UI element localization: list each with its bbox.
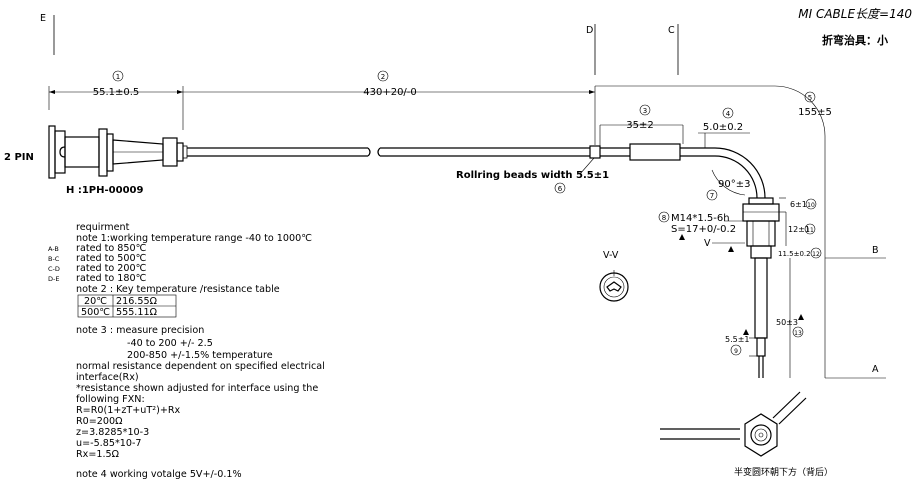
marker-c: C [668, 25, 675, 36]
dim-13-value: 50±3 [776, 318, 798, 327]
u-value: u=-5.85*10-7 [76, 438, 142, 449]
dim-circle-7 [706, 189, 718, 201]
dim-circle-13-num: 13 [794, 330, 802, 337]
marker-a: A [872, 364, 879, 375]
fitting [742, 197, 780, 378]
table-temp-1: 20℃ [84, 296, 107, 307]
dim-circle-13 [792, 326, 804, 338]
dim-circle-5 [804, 91, 816, 103]
dim-circle-7-num: 7 [710, 192, 714, 200]
z-value: z=3.8285*10-3 [76, 427, 149, 438]
dim-10-value: 6±1 [790, 200, 807, 209]
dim-circle-6-num: 6 [558, 185, 563, 193]
dim-circle-9-num: 9 [734, 348, 738, 355]
note-3: note 3 : measure precision [76, 325, 204, 336]
dim-4-value: 5.0±0.2 [703, 122, 743, 133]
note-line-d: following FXN: [76, 394, 145, 405]
view-label: V-V [603, 250, 619, 261]
dim-circle-1-num: 1 [116, 73, 120, 81]
range-code-cd: C-D [48, 265, 60, 273]
note-line-a: normal resistance dependent on specified… [76, 361, 325, 372]
dim-circle-10-num: 10 [807, 202, 815, 209]
part-number: H :1PH-00009 [66, 185, 143, 196]
dim-circle-11 [804, 223, 816, 235]
v-marker: V [704, 238, 711, 249]
dim-circle-3-num: 3 [643, 107, 647, 115]
range-text-bc: rated to 500℃ [76, 253, 147, 264]
bottom-view [660, 391, 807, 457]
marker-e: E [40, 13, 46, 24]
dim-9-value: 5.5±1 [725, 335, 750, 344]
dim-circle-12-num: 12 [812, 251, 820, 258]
range-code-bc: B-C [48, 255, 60, 263]
pin-label: 2 PIN [4, 152, 34, 163]
precision-2: 200-850 +/-1.5% temperature [127, 350, 273, 361]
dim-5-value: 155±5 [798, 107, 832, 118]
dim-circle-12 [810, 247, 822, 259]
dim-circle-4-num: 4 [726, 110, 731, 118]
dim-6-value: Rollring beads width 5.5±1 [456, 170, 609, 181]
dim-circle-2-num: 2 [381, 73, 385, 81]
range-text-cd: rated to 200℃ [76, 263, 147, 274]
connector-body [48, 125, 188, 179]
dim-8-thread: M14*1.5-6h [671, 213, 730, 224]
notes-heading: requirment [76, 222, 130, 233]
resistance-table: 20℃ 216.55Ω 500℃ 555.11Ω [77, 294, 177, 318]
table-res-1: 216.55Ω [116, 296, 157, 307]
dim-3-value: 35±2 [626, 120, 653, 131]
dim-2-value: 430+20/-0 [363, 87, 417, 98]
tool-note: 折弯治具：小 [822, 33, 888, 47]
range-code-ab: A-B [48, 245, 59, 253]
dim-circle-11-num: 11 [806, 227, 814, 234]
dim-circle-5-num: 5 [808, 94, 812, 102]
dim-circle-6 [554, 182, 566, 194]
formula: R=R0(1+zT+uT²)+Rx [76, 405, 181, 416]
dim-circle-4 [722, 107, 734, 119]
bottom-caption: 半变圆环朝下方（背后） [734, 466, 833, 478]
dim-8-hex: S=17+0/-0.2 [671, 224, 736, 235]
note-2: note 2 : Key temperature /resistance tab… [76, 284, 280, 295]
section-view-vv [599, 270, 629, 302]
range-text-de: rated to 180℃ [76, 273, 147, 284]
dim-circle-10 [805, 198, 817, 210]
range-text-ab: rated to 850℃ [76, 243, 147, 254]
dim-circle-8 [658, 211, 670, 223]
cable-title: MI CABLE长度=140 [798, 7, 912, 21]
note-1: note 1:working temperature range -40 to … [76, 233, 312, 244]
mi-cable [187, 143, 766, 199]
table-res-2: 555.11Ω [116, 307, 157, 318]
dim-11-value: 12±1 [788, 225, 810, 234]
marker-b: B [872, 245, 879, 256]
dim-circle-1 [112, 70, 124, 82]
dim-circle-9 [730, 344, 742, 356]
notes-block: requirment note 1:working temperature ra… [48, 222, 325, 480]
dim-circle-2 [377, 70, 389, 82]
dim-7-value: 90°±3 [718, 179, 750, 190]
note-line-c: *resistance shown adjusted for interface… [76, 383, 318, 394]
table-temp-2: 500℃ [81, 307, 110, 318]
range-code-de: D-E [48, 275, 59, 283]
marker-d: D [586, 25, 593, 36]
precision-1: -40 to 200 +/- 2.5 [127, 338, 213, 349]
rx-value: Rx=1.5Ω [76, 449, 119, 460]
dim-12-value: 11.5±0.2 [778, 250, 811, 258]
dim-1-value: 55.1±0.5 [93, 87, 140, 98]
dim-circle-8-num: 8 [662, 214, 666, 222]
note-4: note 4 working votalge 5V+/-0.1% [76, 469, 242, 480]
dim-circle-3 [639, 104, 651, 116]
note-line-b: interface(Rx) [76, 372, 139, 383]
r0-value: R0=200Ω [76, 416, 122, 427]
